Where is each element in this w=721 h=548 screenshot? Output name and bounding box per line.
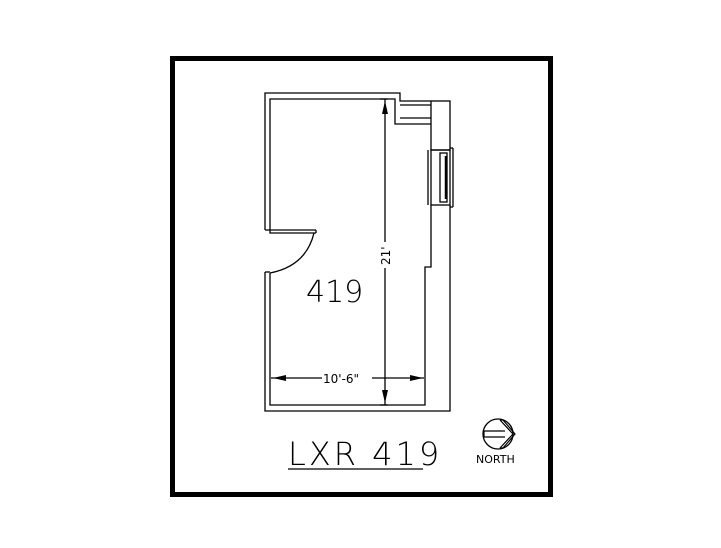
- dim-arrow-down-icon: [382, 390, 388, 403]
- compass-label: NORTH: [476, 453, 515, 466]
- dim-arrow-up-icon: [382, 101, 388, 114]
- width-dimension-label: 10'-6": [323, 372, 359, 386]
- length-dimension-label: 21': [379, 246, 393, 265]
- room-number-label: 419: [306, 275, 363, 310]
- door-swing-arc: [269, 232, 315, 274]
- inner-wall-line: [269, 98, 431, 234]
- pier-block: [430, 100, 451, 151]
- horizontal-dimension: 10'-6": [271, 372, 424, 386]
- vertical-dimension: 21': [379, 98, 393, 406]
- dim-arrow-right-icon: [410, 375, 423, 381]
- window-frame: [430, 149, 451, 206]
- compass-circle-icon: [482, 418, 514, 450]
- room-walls: [264, 92, 454, 412]
- drawing-title: LXR 419: [288, 435, 442, 473]
- north-arrow-icon: [483, 419, 516, 449]
- outer-wall-line: [264, 92, 431, 230]
- sheet-border: [170, 56, 553, 497]
- inner-wall-line-lower: [269, 205, 432, 406]
- outer-wall-line-lower: [264, 205, 451, 412]
- north-compass: NORTH: [476, 418, 516, 466]
- dim-arrow-left-icon: [273, 375, 286, 381]
